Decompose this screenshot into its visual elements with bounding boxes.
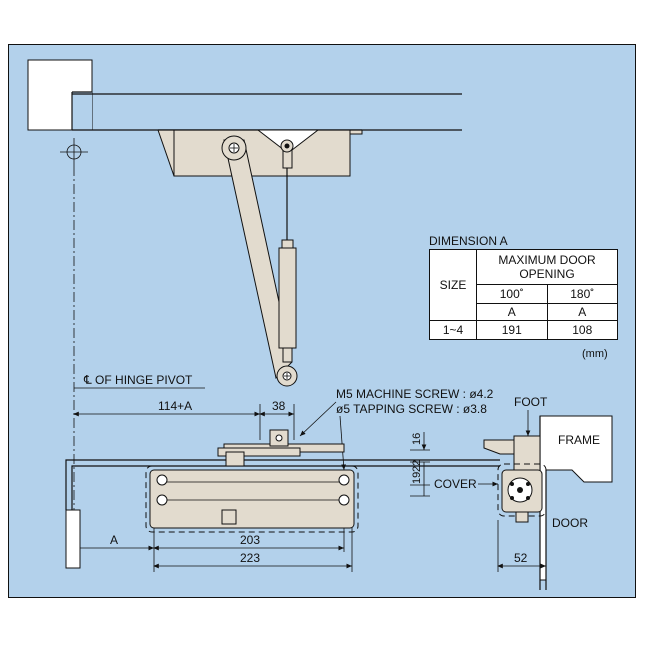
dim-223-label: 223 [240, 551, 260, 565]
size-header: SIZE [429, 249, 477, 321]
front-view-dimensions: ℄ OF HINGE PIVOT 114+A 38 M5 MACHINE SCR… [73, 373, 498, 572]
hinge-pivot-label: ℄ OF HINGE PIVOT [83, 373, 193, 387]
dim-19-label: 19 [411, 472, 423, 484]
frame-outline [539, 415, 613, 581]
row-value-100: 191 [476, 320, 548, 340]
col2-unit: A [546, 303, 618, 321]
dim-114a-label: 114+A [158, 399, 192, 413]
side-elevation: FRAME FOOT DOOR 52 [483, 395, 613, 590]
foot-label: FOOT [514, 395, 548, 409]
max-opening-header: MAXIMUM DOOR OPENING [476, 249, 618, 285]
angle-180-header: 180˚ [546, 284, 618, 304]
row-value-180: 108 [546, 320, 618, 340]
dim-38-label: 38 [272, 399, 286, 413]
dim-a-label: A [110, 533, 118, 547]
dimension-table-title: DIMENSION A [429, 234, 508, 248]
closer-body [149, 469, 355, 529]
col1-unit: A [476, 303, 548, 321]
dim-203-label: 203 [240, 533, 260, 547]
frame-label: FRAME [558, 433, 600, 447]
top-plan-view [27, 59, 462, 510]
unit-note: (mm) [582, 348, 608, 360]
tapping-screw-label: ø5 TAPPING SCREW : ø3.8 [336, 402, 487, 416]
dim-16-label: 16 [411, 433, 423, 445]
door-label: DOOR [552, 516, 588, 530]
dim-52-label: 52 [514, 551, 528, 565]
angle-100-header: 100˚ [476, 284, 548, 304]
adjustable-rod [278, 139, 297, 363]
row-size: 1~4 [429, 320, 477, 340]
m5-screw-label: M5 MACHINE SCREW : ø4.2 [336, 387, 494, 401]
front-elevation [65, 429, 500, 569]
cover-label: COVER [434, 477, 477, 491]
dimension-table: SIZE MAXIMUM DOOR OPENING 100˚ 180˚ A A … [429, 249, 618, 340]
